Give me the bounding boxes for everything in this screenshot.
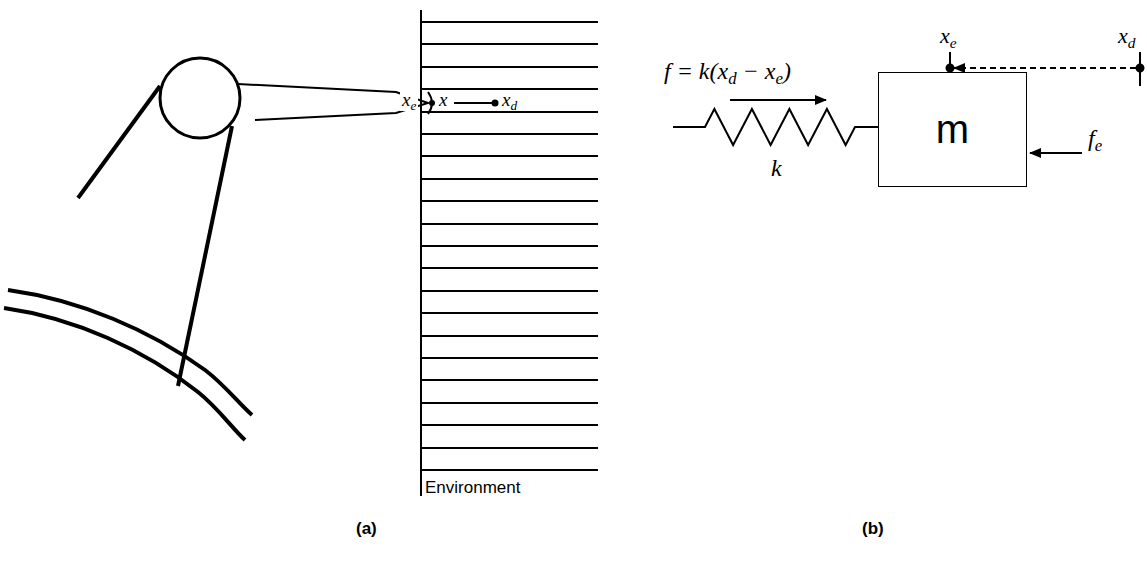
environment-hatching	[421, 22, 598, 470]
spring-constant-label: k	[771, 155, 782, 181]
position-label: xd	[1118, 24, 1135, 48]
position-label: xe	[400, 90, 418, 111]
position-label: x	[437, 90, 449, 111]
environment-label: Environment	[425, 479, 520, 498]
environment-wall	[420, 10, 422, 496]
robot-arm	[4, 58, 432, 440]
position-label: xd	[500, 90, 519, 111]
mass-label: m	[936, 107, 969, 152]
force-label: fe	[1088, 125, 1102, 151]
force-arrow	[730, 99, 826, 101]
force-equation: f = k(xd − xe)	[664, 58, 791, 84]
subfigure-caption: (a)	[356, 520, 377, 539]
subfigure-caption: (b)	[862, 520, 884, 539]
spring-symbol	[673, 109, 878, 145]
environment-force-arrow	[1030, 152, 1082, 154]
mass-box: m	[878, 72, 1027, 187]
position-label: xe	[940, 24, 957, 48]
